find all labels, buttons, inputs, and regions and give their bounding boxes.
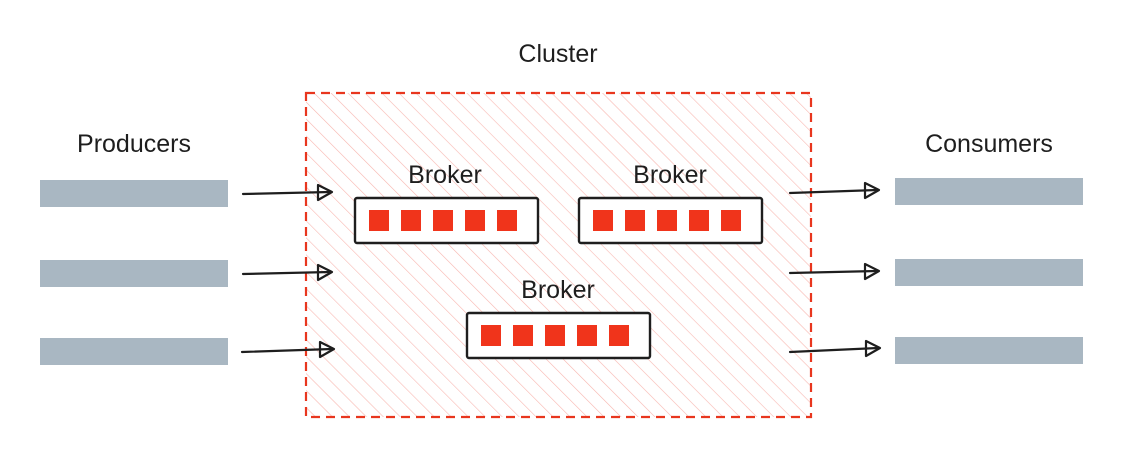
consumer-bar	[895, 259, 1083, 286]
partition-block	[657, 210, 677, 231]
producer-arrow	[241, 263, 334, 282]
cluster-region	[304, 91, 813, 419]
producer-bar	[40, 260, 228, 287]
cluster-label: Cluster	[518, 40, 597, 68]
producer-bar	[40, 338, 228, 365]
consumers-title: Consumers	[925, 130, 1053, 158]
partition-block	[721, 210, 741, 231]
partition-block	[513, 325, 533, 346]
consumer-bar	[895, 337, 1083, 364]
broker-label: Broker	[408, 161, 482, 189]
broker: Broker	[465, 276, 652, 360]
partition-block	[625, 210, 645, 231]
consumer-arrow	[788, 181, 881, 200]
broker: Broker	[577, 161, 764, 245]
partition-block	[689, 210, 709, 231]
partition-block	[545, 325, 565, 346]
producer-arrow	[240, 340, 336, 359]
producer-bar	[40, 180, 228, 207]
broker: Broker	[353, 161, 540, 245]
partition-block	[465, 210, 485, 231]
partition-block	[497, 210, 517, 231]
consumer-bar	[895, 178, 1083, 205]
broker-label: Broker	[521, 276, 595, 304]
partition-block	[369, 210, 389, 231]
partition-block	[609, 325, 629, 346]
partition-block	[481, 325, 501, 346]
partition-block	[577, 325, 597, 346]
partition-block	[401, 210, 421, 231]
consumer-arrow	[788, 262, 881, 281]
producers-title: Producers	[77, 130, 191, 158]
broker-label: Broker	[633, 161, 707, 189]
partition-block	[593, 210, 613, 231]
partition-block	[433, 210, 453, 231]
producer-arrow	[241, 183, 334, 202]
consumer-arrow	[788, 339, 882, 358]
